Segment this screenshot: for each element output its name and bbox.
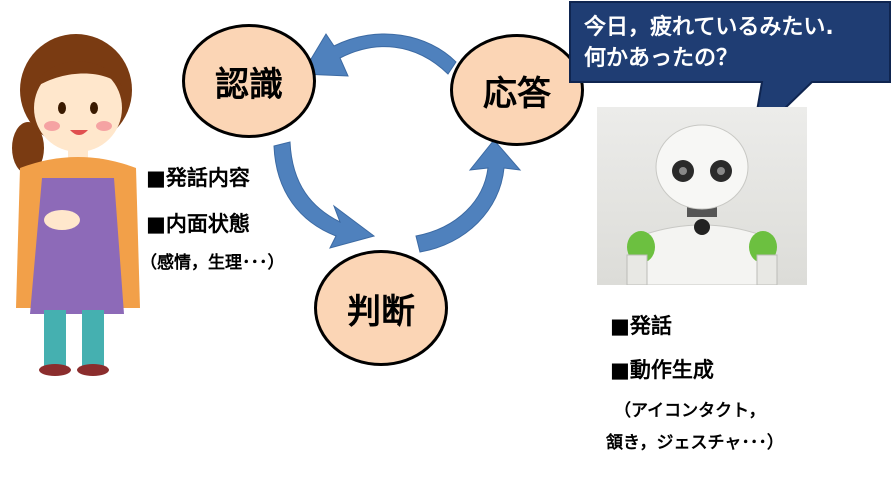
speech-bubble-text: 今日，疲れているみたい. 何かあったの？ bbox=[584, 12, 884, 74]
human-item-inner-state: ■内面状態 bbox=[146, 212, 250, 236]
node-recognition-label: 認識 bbox=[215, 64, 283, 105]
node-judgment: 判断 bbox=[314, 250, 448, 366]
arrow-recognition-to-judgment bbox=[273, 141, 376, 249]
robot-icon bbox=[626, 124, 778, 285]
node-recognition: 認識 bbox=[182, 24, 316, 138]
human-item-utterance: ■発話内容 bbox=[146, 166, 250, 190]
robot-item-motion-detail-2: 頷き，ジェスチャ･･･） bbox=[606, 433, 784, 453]
node-response: 応答 bbox=[450, 34, 584, 146]
speech-line-1: 今日，疲れているみたい. bbox=[584, 15, 834, 40]
woman-illustration bbox=[12, 34, 140, 376]
robot-item-utterance: ■発話 bbox=[610, 314, 672, 338]
robot-item-motion-detail-1: （アイコンタクト， bbox=[614, 401, 766, 421]
node-judgment-label: 判断 bbox=[347, 291, 415, 332]
robot-photo bbox=[597, 107, 807, 285]
arrow-response-to-recognition bbox=[301, 33, 457, 77]
robot-item-motion: ■動作生成 bbox=[610, 358, 714, 382]
node-response-label: 応答 bbox=[483, 73, 551, 114]
arrow-judgment-to-response bbox=[415, 139, 522, 253]
speech-line-2: 何かあったの？ bbox=[584, 46, 739, 71]
human-item-inner-state-detail: （感情，生理･･･） bbox=[140, 253, 285, 273]
